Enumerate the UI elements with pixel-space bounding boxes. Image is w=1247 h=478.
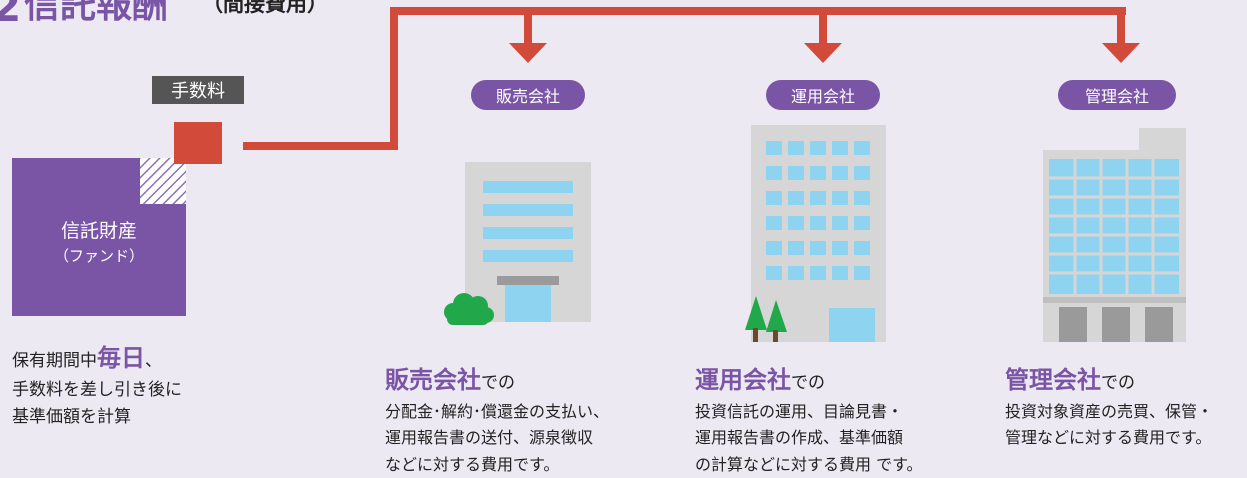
fund-label: 信託財産 （ファンド） [12,218,186,267]
fee-square [174,122,222,164]
investment-company-building [745,125,886,342]
company-heading-suffix: での [481,373,515,393]
company-heading-name: 管理会社 [1005,366,1101,394]
company-description: 投資対象資産の売買、保管・ 管理などに対する費用です。 [1005,399,1213,452]
fund-subtitle: （ファンド） [53,246,144,265]
arrow-down-icon [804,43,842,63]
desc-line: 分配金･解約･償還金の支払い、 [385,402,610,421]
page-title: 信託報酬 [24,0,169,26]
company-heading: 販売会社での [385,360,609,395]
desc-line: などに対する費用です。 [385,454,560,474]
sales-company-section: 販売会社での 分配金･解約･償還金の支払い、 運用報告書の送付、源泉徴収 などに… [385,360,609,478]
fund-block [12,122,222,316]
desc-line: 投資対象資産の売買、保管・ [1005,402,1214,421]
section-number: 2 [0,0,22,31]
tree-icon [745,296,787,342]
desc-line: 管理などに対する費用です。 [1005,428,1212,448]
custodian-company-section: 管理会社での 投資対象資産の売買、保管・ 管理などに対する費用です。 [1005,360,1213,452]
desc-line: 基準価額を計算 [12,406,131,427]
desc-line: 投資信託の運用、目論見書・ [695,402,904,421]
company-description: 投資信託の運用、目論見書・ 運用報告書の作成、基準価額 の計算などに対する費用 … [695,399,923,478]
desc-line: 手数料を差し引き後に [12,380,182,401]
fund-description: 保有期間中毎日、 手数料を差し引き後に 基準価額を計算 [12,340,182,430]
custodian-company-building [1043,128,1186,342]
desc-line: 運用報告書の送付、源泉徴収 [385,428,594,448]
desc-line: の計算などに対する費用 です。 [695,454,923,474]
company-heading-name: 運用会社 [695,366,791,394]
custodian-company-pill: 管理会社 [1058,80,1176,110]
company-heading: 運用会社での [695,360,923,395]
sales-company-pill: 販売会社 [471,80,585,110]
fee-label: 手数料 [152,76,244,104]
company-heading: 管理会社での [1005,360,1213,395]
investment-company-section: 運用会社での 投資信託の運用、目論見書・ 運用報告書の作成、基準価額 の計算など… [695,360,923,478]
company-description: 分配金･解約･償還金の支払い、 運用報告書の送付、源泉徴収 などに対する費用です… [385,399,609,478]
bush-icon [444,293,494,325]
company-heading-name: 販売会社 [385,366,481,394]
fund-name: 信託財産 [60,220,137,242]
arrow-down-icon [1102,43,1140,63]
investment-company-pill: 運用会社 [766,80,880,110]
desc-prefix: 保有期間中 [12,351,97,371]
desc-suffix: 、 [145,351,162,371]
arrow-down-icon [509,43,547,63]
page-subtitle: （間接費用） [202,0,328,16]
sales-company-building [444,162,591,325]
fee-flow-lines [243,7,1126,150]
company-heading-suffix: での [1101,373,1135,393]
company-heading-suffix: での [791,373,825,393]
desc-emphasis: 毎日 [97,344,145,372]
desc-line: 運用報告書の作成、基準価額 [695,428,904,448]
